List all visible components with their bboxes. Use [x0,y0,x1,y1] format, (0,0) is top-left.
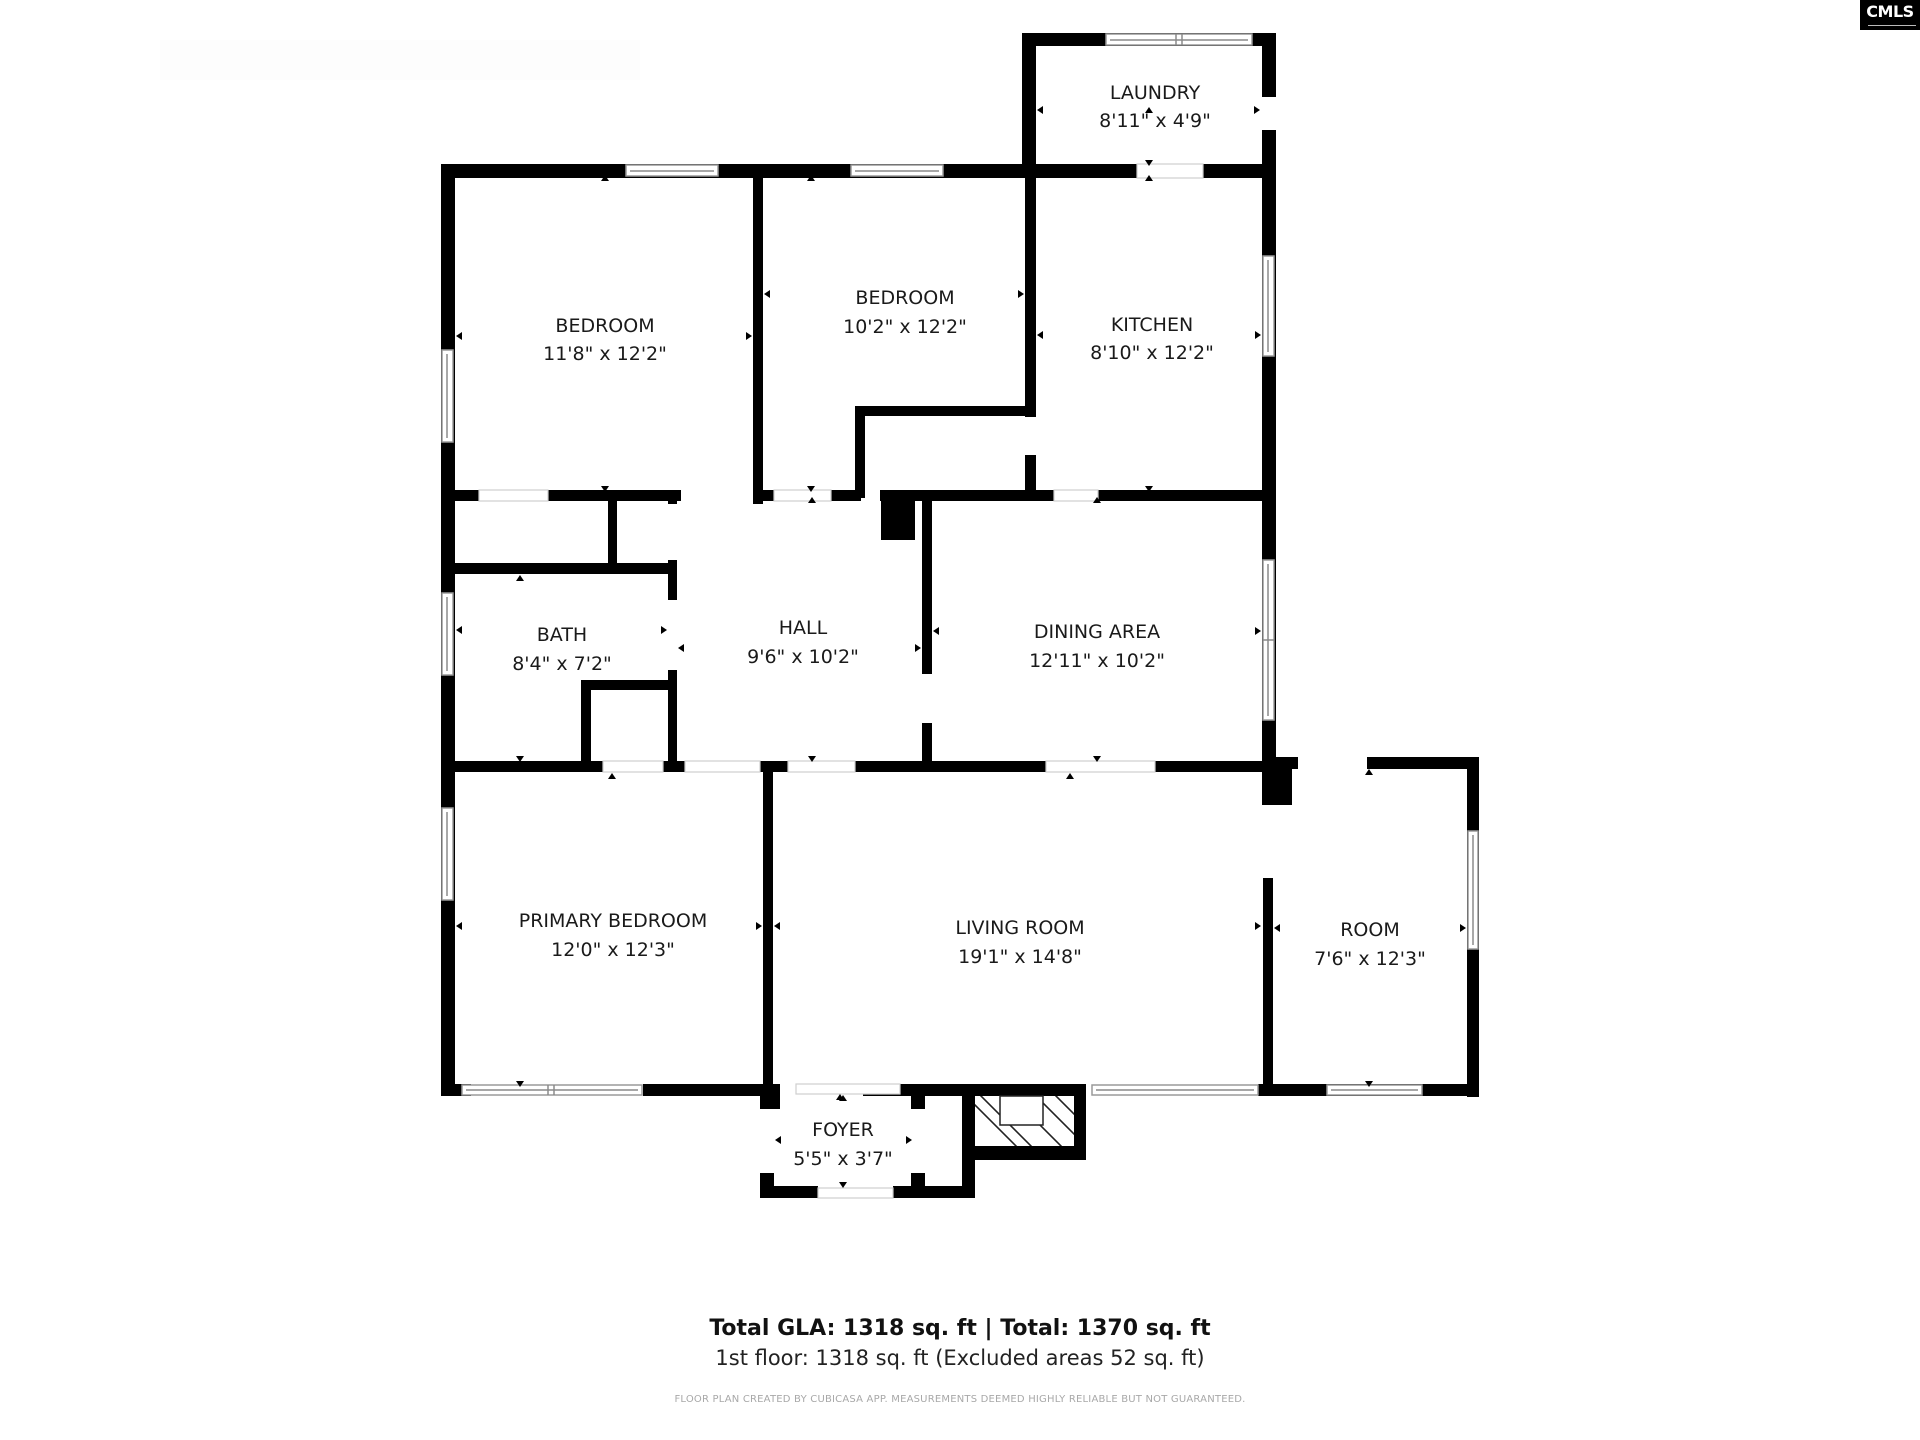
cmls-logo: CMLS [1860,0,1920,30]
primary-window-bottom [461,1084,643,1096]
room-label-bath: BATH 8'4" x 7'2" [512,624,612,675]
foyer-door-top [795,1083,901,1095]
room-label-hall: HALL 9'6" x 10'2" [747,617,859,668]
room-name: HALL [779,617,828,639]
room-dims: 8'11" x 4'9" [1099,110,1211,132]
primary-bath-door [602,760,664,773]
room-label-bedroom-2: BEDROOM 10'2" x 12'2" [843,287,967,338]
room-dims: 9'6" x 10'2" [747,646,859,668]
bedroom1-door [478,489,549,502]
room-label-kitchen: KITCHEN 8'10" x 12'2" [1090,314,1214,364]
hall-living-opening [787,760,856,773]
room-label-dining-area: DINING AREA 12'11" x 10'2" [1029,621,1165,672]
room-name: BEDROOM [855,287,954,309]
room-label-living-room: LIVING ROOM 19'1" x 14'8" [955,917,1084,968]
primary-window-left [441,807,454,901]
room-dims: 5'5" x 3'7" [793,1148,893,1170]
bedroom1-window-top [625,164,719,177]
room-window-bottom [1326,1084,1423,1096]
room-dims: 10'2" x 12'2" [843,316,967,338]
room-dims: 12'11" x 10'2" [1029,650,1165,672]
room-name: FOYER [812,1119,874,1141]
foyer-walls [760,1084,975,1198]
room-name: LIVING ROOM [955,917,1084,939]
total-area-summary: Total GLA: 1318 sq. ft | Total: 1370 sq.… [709,1316,1211,1341]
room-name: ROOM [1340,919,1400,941]
laundry-kitchen-door [1136,163,1204,179]
room-label-primary-bedroom: PRIMARY BEDROOM 12'0" x 12'3" [519,910,707,961]
bath-window-left [441,592,454,676]
fireplace [962,1084,1086,1160]
room-name: LAUNDRY [1110,82,1201,104]
room-dims: 11'8" x 12'2" [543,343,667,365]
row-divider-2 [441,757,1292,805]
bedroom2-door [773,489,832,502]
row-divider-1 [441,490,1276,540]
room-name: DINING AREA [1034,621,1160,643]
interior-walls-middle [441,496,932,770]
room-label-laundry: LAUNDRY 8'11" x 4'9" [1099,82,1211,132]
room-dims: 19'1" x 14'8" [958,946,1082,968]
dining-living-opening [1045,760,1156,773]
faded-watermark [160,40,640,80]
dining-window-right [1262,559,1275,721]
room-window-right [1467,830,1479,950]
room-name: PRIMARY BEDROOM [519,910,707,932]
kitchen-window-right [1262,255,1275,357]
bedroom1-window-left [441,349,454,443]
logo-underline [1868,25,1916,26]
laundry-window-top [1105,33,1253,46]
floor-area-summary: 1st floor: 1318 sq. ft (Excluded areas 5… [715,1346,1205,1370]
cmls-logo-text: CMLS [1866,2,1914,21]
foyer-door-bottom [817,1187,894,1199]
room-label-room: ROOM 7'6" x 12'3" [1314,919,1426,970]
room-label-bedroom-1: BEDROOM 11'8" x 12'2" [543,315,667,365]
room-name: BATH [537,624,587,646]
room-dims: 12'0" x 12'3" [551,939,675,961]
interior-walls-bottom [763,761,773,1096]
living-window-bottom [1091,1084,1259,1096]
interior-walls-top [753,164,1036,504]
bedroom2-window-top [850,164,944,177]
room-label-foyer: FOYER 5'5" x 3'7" [793,1119,893,1170]
room-name: BEDROOM [555,315,654,337]
disclaimer-text: FLOOR PLAN CREATED BY CUBICASA APP. MEAS… [674,1394,1246,1405]
room-dims: 8'4" x 7'2" [512,653,612,675]
room-dims: 8'10" x 12'2" [1090,342,1214,364]
dimension-markers [456,106,1466,1188]
room-dims: 7'6" x 12'3" [1314,948,1426,970]
kitchen-dining-opening [1053,489,1099,502]
room-name: KITCHEN [1111,314,1193,336]
hall-primary-opening [684,760,761,773]
